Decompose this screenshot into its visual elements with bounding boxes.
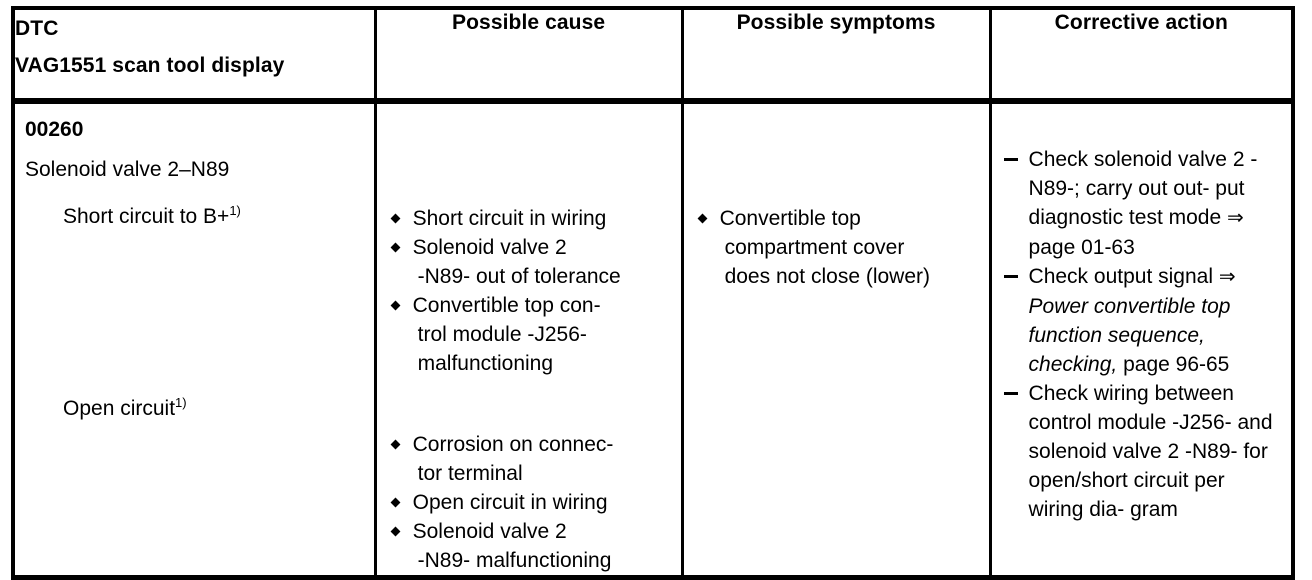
dtc-fault-open-circuit-text: Open circuit	[63, 397, 176, 420]
list-item-line: -N89- for open/short	[1028, 440, 1268, 492]
list-item-line: Check solenoid valve	[1028, 148, 1227, 171]
list-item: Check output signal ⇒ Power convertible …	[1003, 262, 1285, 379]
column-header-possible-symptoms: Possible symptoms	[682, 8, 992, 101]
double-arrow-icon: ⇒	[1218, 266, 1236, 288]
dash-bullet-icon	[1003, 158, 1018, 161]
column-header-possible-cause-label: Possible cause	[452, 11, 606, 34]
diamond-bullet-icon	[390, 526, 401, 537]
column-header-dtc: DTC VAG1551 scan tool display	[13, 8, 377, 101]
dtc-fault-open-circuit: Open circuit1)	[63, 394, 364, 423]
dtc-fault-short-circuit: Short circuit to B+1)	[63, 202, 364, 231]
list-item: Short circuit in wiring	[390, 204, 673, 233]
list-item-line: tor terminal	[417, 462, 523, 485]
dtc-fault-short-circuit-text: Short circuit to B+	[63, 205, 230, 228]
list-item-line: Open circuit in wiring	[412, 491, 608, 514]
list-item-line: malfunctioning	[417, 352, 554, 375]
diamond-bullet-icon	[390, 242, 401, 253]
list-item-line: checking, page 96-65	[1029, 353, 1230, 376]
dtc-code: 00260	[25, 118, 84, 141]
list-item-line-italic: Power convertible top	[1028, 295, 1231, 318]
dtc-fault-table: DTC VAG1551 scan tool display Possible c…	[11, 6, 1295, 580]
list-item-line: Solenoid valve 2	[412, 236, 567, 259]
list-item-line: Solenoid valve 2	[412, 520, 567, 543]
list-item: Check wiring between control module -J25…	[1003, 379, 1285, 524]
list-item-line: circuit per wiring dia-	[1028, 469, 1225, 521]
page-ref-target: page 01-63	[1028, 236, 1135, 259]
column-header-dtc-line1: DTC	[15, 17, 59, 40]
list-item-line: Check output signal ⇒	[1029, 265, 1236, 288]
diamond-bullet-icon	[390, 497, 401, 508]
list-item: Convertible top con- trol module -J256- …	[390, 291, 673, 378]
possible-cause-list-short-circuit: Short circuit in wiring Solenoid valve 2…	[377, 104, 681, 378]
diamond-bullet-icon	[697, 213, 708, 224]
cross-ref-title-end: checking,	[1028, 353, 1118, 376]
list-item-line: -N89- malfunctioning	[417, 549, 612, 572]
double-arrow-icon: ⇒	[1227, 207, 1244, 229]
diamond-bullet-icon	[390, 213, 401, 224]
list-item: Solenoid valve 2 -N89- out of tolerance	[390, 233, 673, 291]
column-header-possible-cause: Possible cause	[375, 8, 684, 101]
corrective-action-list: Check solenoid valve 2 -N89-; carry out …	[992, 104, 1291, 524]
list-item-line: -N89- out of tolerance	[417, 265, 621, 288]
list-item-line: 2 -N89-; carry out out-	[1028, 148, 1258, 200]
list-item-line: gram	[1130, 498, 1178, 521]
cell-corrective-action: Check solenoid valve 2 -N89-; carry out …	[990, 101, 1293, 578]
footnote-marker-2: 1)	[175, 395, 187, 410]
dtc-component: Solenoid valve 2–N89	[25, 158, 230, 181]
column-header-corrective-action-label: Corrective action	[1054, 11, 1228, 34]
diamond-bullet-icon	[390, 300, 401, 311]
table-row: 00260 Solenoid valve 2–N89 Short circuit…	[13, 101, 1293, 578]
page-ref-prefix: mode	[1168, 206, 1227, 229]
list-item-line: Convertible top con-	[412, 294, 601, 317]
list-item: Open circuit in wiring	[390, 488, 673, 517]
cell-possible-cause: Short circuit in wiring Solenoid valve 2…	[375, 101, 684, 578]
list-item-line: does not close (lower)	[724, 265, 931, 288]
list-item-line: compartment cover	[724, 236, 905, 259]
cell-possible-symptoms: Convertible top compartment cover does n…	[682, 101, 992, 578]
list-item: Corrosion on connec- tor terminal	[390, 430, 673, 488]
footnote-marker-1: 1)	[229, 203, 241, 218]
list-item: Solenoid valve 2 -N89- malfunctioning	[390, 517, 673, 575]
list-item-line: put diagnostic test	[1028, 177, 1245, 229]
list-item-line: Short circuit in wiring	[412, 207, 607, 230]
list-item-line: trol module -J256-	[417, 323, 587, 346]
list-item: Check solenoid valve 2 -N89-; carry out …	[1003, 145, 1285, 262]
page-ref-target: page 96-65	[1117, 353, 1230, 376]
list-item: Convertible top compartment cover does n…	[697, 204, 979, 291]
cell-dtc: 00260 Solenoid valve 2–N89 Short circuit…	[13, 101, 377, 578]
list-item-line: mode ⇒ page 01-63	[1029, 206, 1244, 259]
diamond-bullet-icon	[390, 439, 401, 450]
list-item-line: Convertible top	[719, 207, 861, 230]
list-item-line: control module -J256-	[1028, 411, 1232, 434]
list-item-line: and solenoid valve 2	[1028, 411, 1273, 463]
document-page: DTC VAG1551 scan tool display Possible c…	[11, 6, 1295, 580]
dash-bullet-icon	[1003, 275, 1018, 278]
check-output-signal-text: Check output signal	[1028, 265, 1219, 288]
dash-bullet-icon	[1003, 392, 1018, 395]
list-item-line: Check wiring between	[1028, 382, 1234, 405]
table-body: 00260 Solenoid valve 2–N89 Short circuit…	[13, 101, 1293, 578]
table-header: DTC VAG1551 scan tool display Possible c…	[13, 8, 1293, 101]
column-header-corrective-action: Corrective action	[990, 8, 1293, 101]
column-header-dtc-line2: VAG1551 scan tool display	[15, 54, 285, 77]
column-header-possible-symptoms-label: Possible symptoms	[736, 11, 936, 34]
list-item-line-italic: function sequence,	[1028, 324, 1205, 347]
list-item-line: Corrosion on connec-	[412, 433, 614, 456]
possible-symptoms-list: Convertible top compartment cover does n…	[684, 104, 989, 291]
table-header-row: DTC VAG1551 scan tool display Possible c…	[13, 8, 1293, 101]
possible-cause-list-open-circuit: Corrosion on connec- tor terminal Open c…	[377, 378, 681, 575]
